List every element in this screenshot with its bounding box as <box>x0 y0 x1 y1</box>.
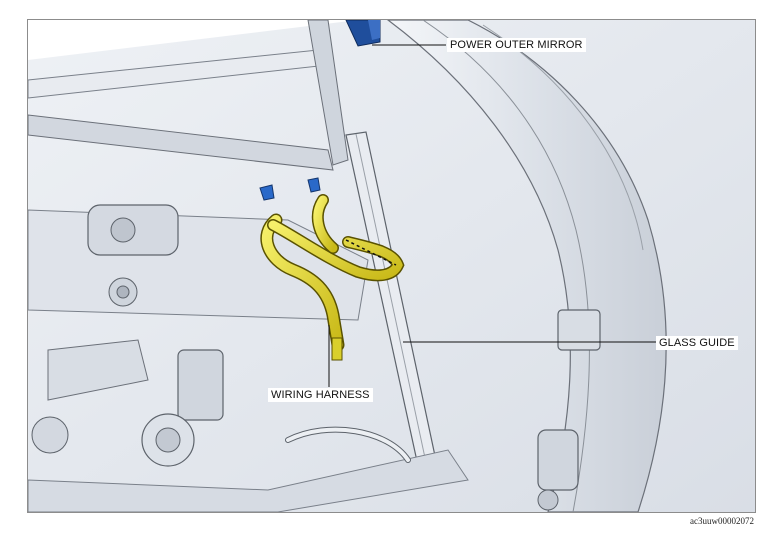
door-illustration <box>28 20 755 512</box>
power-outer-mirror-label: POWER OUTER MIRROR <box>447 38 586 52</box>
figure-code: ac3uuw00002072 <box>690 516 754 526</box>
glass-guide-label: GLASS GUIDE <box>656 336 738 350</box>
figure-frame <box>27 19 756 513</box>
wiring-harness-label: WIRING HARNESS <box>268 388 373 402</box>
